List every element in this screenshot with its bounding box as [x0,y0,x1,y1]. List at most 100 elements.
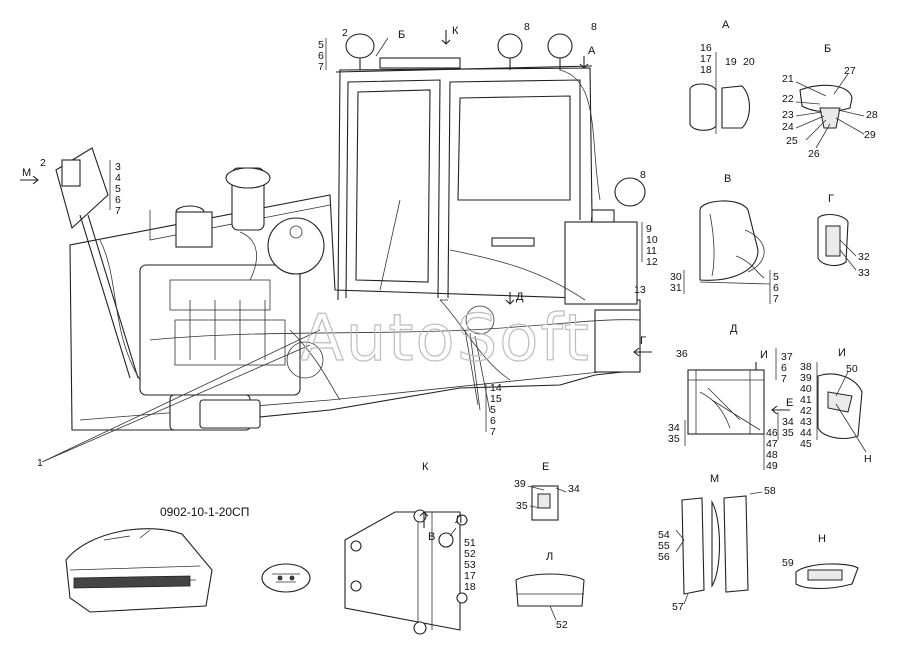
callout-6: 6 [115,194,121,206]
arrow-g-label: Г [640,335,646,347]
arrow-m-label: М [22,167,31,179]
callout-13: 13 [634,284,646,296]
callout-38: 38 [800,361,812,373]
arrow-d-label: Д [516,291,524,303]
callout-17-view-k: 17 [464,570,476,582]
callout-47: 47 [766,438,778,450]
arrow-k-label: К [452,25,459,37]
callout-18-view-k: 18 [464,581,476,593]
arrow-i-label: И [760,349,768,361]
callout-14: 14 [490,382,502,394]
callout-57: 57 [672,601,684,613]
callout-48: 48 [766,449,778,461]
view-n: Н 59 [782,533,859,590]
callout-6-bottom: 6 [490,415,496,427]
callout-51: 51 [464,537,476,549]
callout-26: 26 [808,148,820,160]
view-b-title: Б [824,43,831,55]
main-tractor-view: 1 2 2 М Б К А Д Г 3 4 5 6 7 5 6 7 8 8 8 … [20,21,658,469]
callout-41: 41 [800,394,812,406]
callout-19: 19 [725,56,737,68]
callout-40: 40 [800,383,812,395]
callout-35-left: 35 [668,433,680,445]
callout-12: 12 [646,256,658,268]
callout-15: 15 [490,393,502,405]
view-l-title: Л [546,551,553,563]
callout-34-view-e: 34 [568,483,580,495]
callout-52-view-l: 52 [556,619,568,631]
callout-l: Л [455,514,462,526]
leader-1 [41,329,321,463]
callout-16: 16 [700,42,712,54]
front-lamp-assembly [55,147,139,379]
callout-7: 7 [115,205,121,217]
callout-21: 21 [782,73,794,85]
callout-7-view-v: 7 [773,293,779,305]
view-v-title: В [724,173,731,185]
cab [335,57,593,301]
callout-5-view-v: 5 [773,271,779,283]
callout-20: 20 [743,56,755,68]
callout-34-right: 34 [782,416,794,428]
callout-55: 55 [658,540,670,552]
callout-23: 23 [782,109,794,121]
callout-2-front: 2 [40,157,46,169]
callout-6-view-v: 6 [773,282,779,294]
callout-1: 1 [37,457,43,469]
view-i-title: И [838,347,846,359]
side-tank [564,177,646,373]
view-d-title: Д [730,323,738,335]
callout-46: 46 [766,427,778,439]
callout-44: 44 [800,427,812,439]
view-a-title: А [722,19,730,31]
view-l: Л 52 [515,551,585,631]
callout-6-view-d: 6 [781,362,787,374]
view-k-title: К [422,461,429,473]
callout-4: 4 [115,172,121,184]
callout-54: 54 [658,529,670,541]
callout-37: 37 [781,351,793,363]
view-g-title: Г [828,193,834,205]
callout-42: 42 [800,405,812,417]
callout-5: 5 [115,183,121,195]
wiring-harness [99,69,641,413]
callout-53: 53 [464,559,476,571]
callout-33: 33 [858,267,870,279]
engine [139,167,325,431]
callout-7-roof: 7 [318,61,324,73]
callout-18: 18 [700,64,712,76]
view-b: Б 21 22 23 24 25 26 27 28 29 [782,43,878,160]
callout-8-roof-left: 8 [524,21,530,33]
callout-n: Н [864,453,872,465]
callout-58: 58 [764,485,776,497]
view-e-title: Е [542,461,549,473]
callout-9: 9 [646,223,652,235]
arrow-b-label: Б [398,29,405,41]
callout-10: 10 [646,234,658,246]
view-n-title: Н [818,533,826,545]
callout-6-roof: 6 [318,50,324,62]
callout-43: 43 [800,416,812,428]
callout-17: 17 [700,53,712,65]
view-i: И 38 39 40 41 42 43 44 45 50 Н [800,347,872,465]
callout-29: 29 [864,129,876,141]
view-a: А 16 17 18 19 20 [689,19,755,134]
callout-25: 25 [786,135,798,147]
callout-7-bottom: 7 [490,426,496,438]
callout-35-right: 35 [782,427,794,439]
callout-28: 28 [866,109,878,121]
drawing-code: 0902-10-1-20СП [160,505,249,519]
arrow-e-label: Е [786,397,793,409]
callout-27: 27 [844,65,856,77]
view-e: Е 39 34 35 [514,461,580,521]
callout-39-view-e: 39 [514,478,526,490]
callout-49: 49 [766,460,778,472]
callout-36: 36 [676,348,688,360]
callout-34-left: 34 [668,422,680,434]
callout-56: 56 [658,551,670,563]
console-detail [65,528,213,613]
callout-3: 3 [115,161,121,173]
callout-59: 59 [782,557,794,569]
callout-11: 11 [646,245,657,257]
